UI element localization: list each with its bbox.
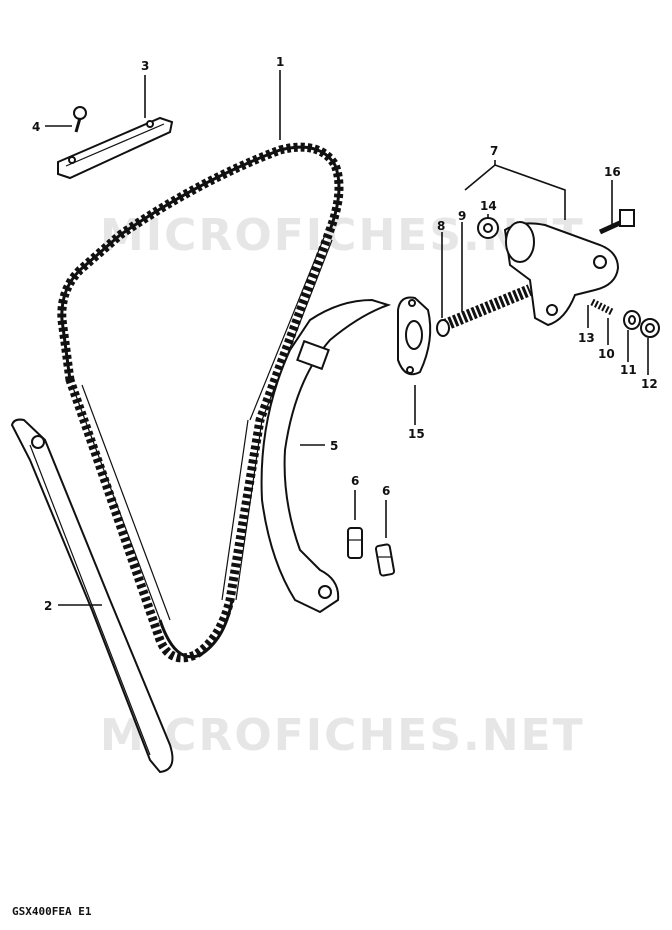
- callout-2: 2: [44, 599, 52, 613]
- cap-nut-12: [640, 318, 660, 338]
- callout-14: 14: [480, 199, 497, 213]
- washer-11: [623, 310, 641, 330]
- callout-1: 1: [276, 55, 284, 69]
- callout-11: 11: [620, 363, 637, 377]
- callout-10: 10: [598, 347, 615, 361]
- watermark-top: MICROFICHES.NET: [100, 210, 585, 261]
- callout-15: 15: [408, 427, 425, 441]
- tensioner-body: [503, 221, 620, 327]
- callout-5: 5: [330, 439, 338, 453]
- spring-13: [590, 298, 614, 316]
- push-rod-spring: [436, 284, 533, 337]
- callout-6a: 6: [351, 474, 359, 488]
- diagram-code: GSX400FEA E1: [12, 905, 92, 918]
- damper-right: [374, 543, 396, 577]
- watermark-bottom: MICROFICHES.NET: [100, 710, 585, 761]
- callout-16: 16: [604, 165, 621, 179]
- callout-12: 12: [641, 377, 658, 391]
- chain-guide: [10, 418, 174, 774]
- tensioner-guide: [260, 298, 392, 614]
- damper-left: [347, 527, 363, 559]
- callout-4: 4: [32, 120, 40, 134]
- screw: [73, 106, 87, 133]
- callout-8: 8: [437, 219, 445, 233]
- top-chain-guide: [57, 116, 174, 180]
- leader-lines: [45, 70, 649, 606]
- callout-13: 13: [578, 331, 595, 345]
- callout-3: 3: [141, 59, 149, 73]
- callouts: 1 3 4 2 5 6 6 7 8 9 14 16 13 10 11 12 15: [32, 55, 658, 613]
- gasket-15: [397, 296, 432, 376]
- callout-6b: 6: [382, 484, 390, 498]
- nut-14: [477, 217, 499, 239]
- callout-9: 9: [458, 209, 466, 223]
- callout-7: 7: [490, 144, 498, 158]
- cam-chain: [57, 142, 344, 663]
- bolt-16: [598, 209, 635, 235]
